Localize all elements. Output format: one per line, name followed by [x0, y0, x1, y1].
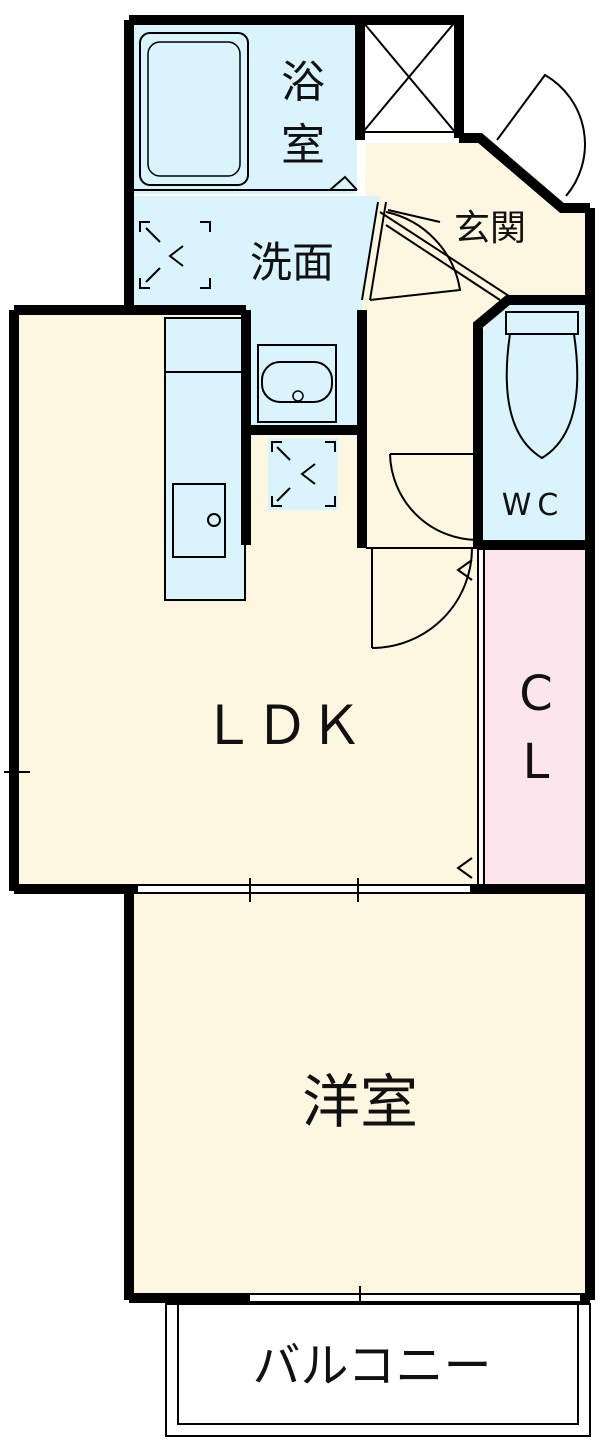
- balcony-inner: [177, 1303, 579, 1425]
- closet-label-2: L: [523, 734, 550, 790]
- washroom-door-jamb-2: [369, 201, 387, 301]
- entrance-door-swing: [496, 73, 586, 197]
- entrance-label: 玄関: [454, 208, 526, 249]
- entrance-door: [481, 139, 563, 209]
- entrance-step-2: [385, 224, 501, 301]
- kitchen-counter: [164, 317, 246, 601]
- vanity-bowl: [261, 361, 333, 403]
- bathtub: [139, 32, 249, 186]
- ldk-door-swing: [371, 547, 473, 649]
- bath-floor: [129, 22, 357, 194]
- vent-shaft-x2: [362, 21, 456, 133]
- kitchen-sink: [172, 483, 226, 558]
- washer-space-marks: [139, 221, 211, 289]
- wc-door-swing: [389, 453, 479, 541]
- balcony: [165, 1303, 591, 1437]
- closet-door-mark-1: [456, 559, 473, 581]
- washroom-label: 洗面: [250, 238, 334, 287]
- entrance-step: [379, 211, 513, 299]
- walls: [9, 15, 595, 1303]
- vanity-drain: [292, 390, 304, 402]
- kitchen-drain: [207, 513, 221, 527]
- wc-label: WC: [502, 488, 565, 523]
- vanity-unit: [257, 344, 337, 423]
- closet-label-1: C: [519, 666, 553, 722]
- wc-floor: [482, 302, 588, 543]
- bath-door-mark: [329, 175, 358, 191]
- bath-label-1: 浴: [281, 57, 325, 108]
- western-room-label: 洋室: [302, 1068, 418, 1136]
- closet-floor: [482, 548, 588, 888]
- bathtub-inner: [147, 41, 241, 177]
- closet-door-mark-2: [456, 857, 473, 879]
- balcony-label: バルコニー: [252, 1338, 491, 1394]
- ldk-label: ＬＤＫ: [201, 694, 363, 757]
- toilet-bowl: [505, 333, 579, 460]
- washroom-door-swing: [369, 211, 462, 301]
- washroom-door-jamb: [361, 201, 379, 301]
- laundry-pan-marks: [271, 441, 336, 507]
- western-room-floor: [129, 891, 587, 1299]
- bath-label-2: 室: [281, 120, 325, 171]
- entrance-leader-line: [387, 209, 441, 223]
